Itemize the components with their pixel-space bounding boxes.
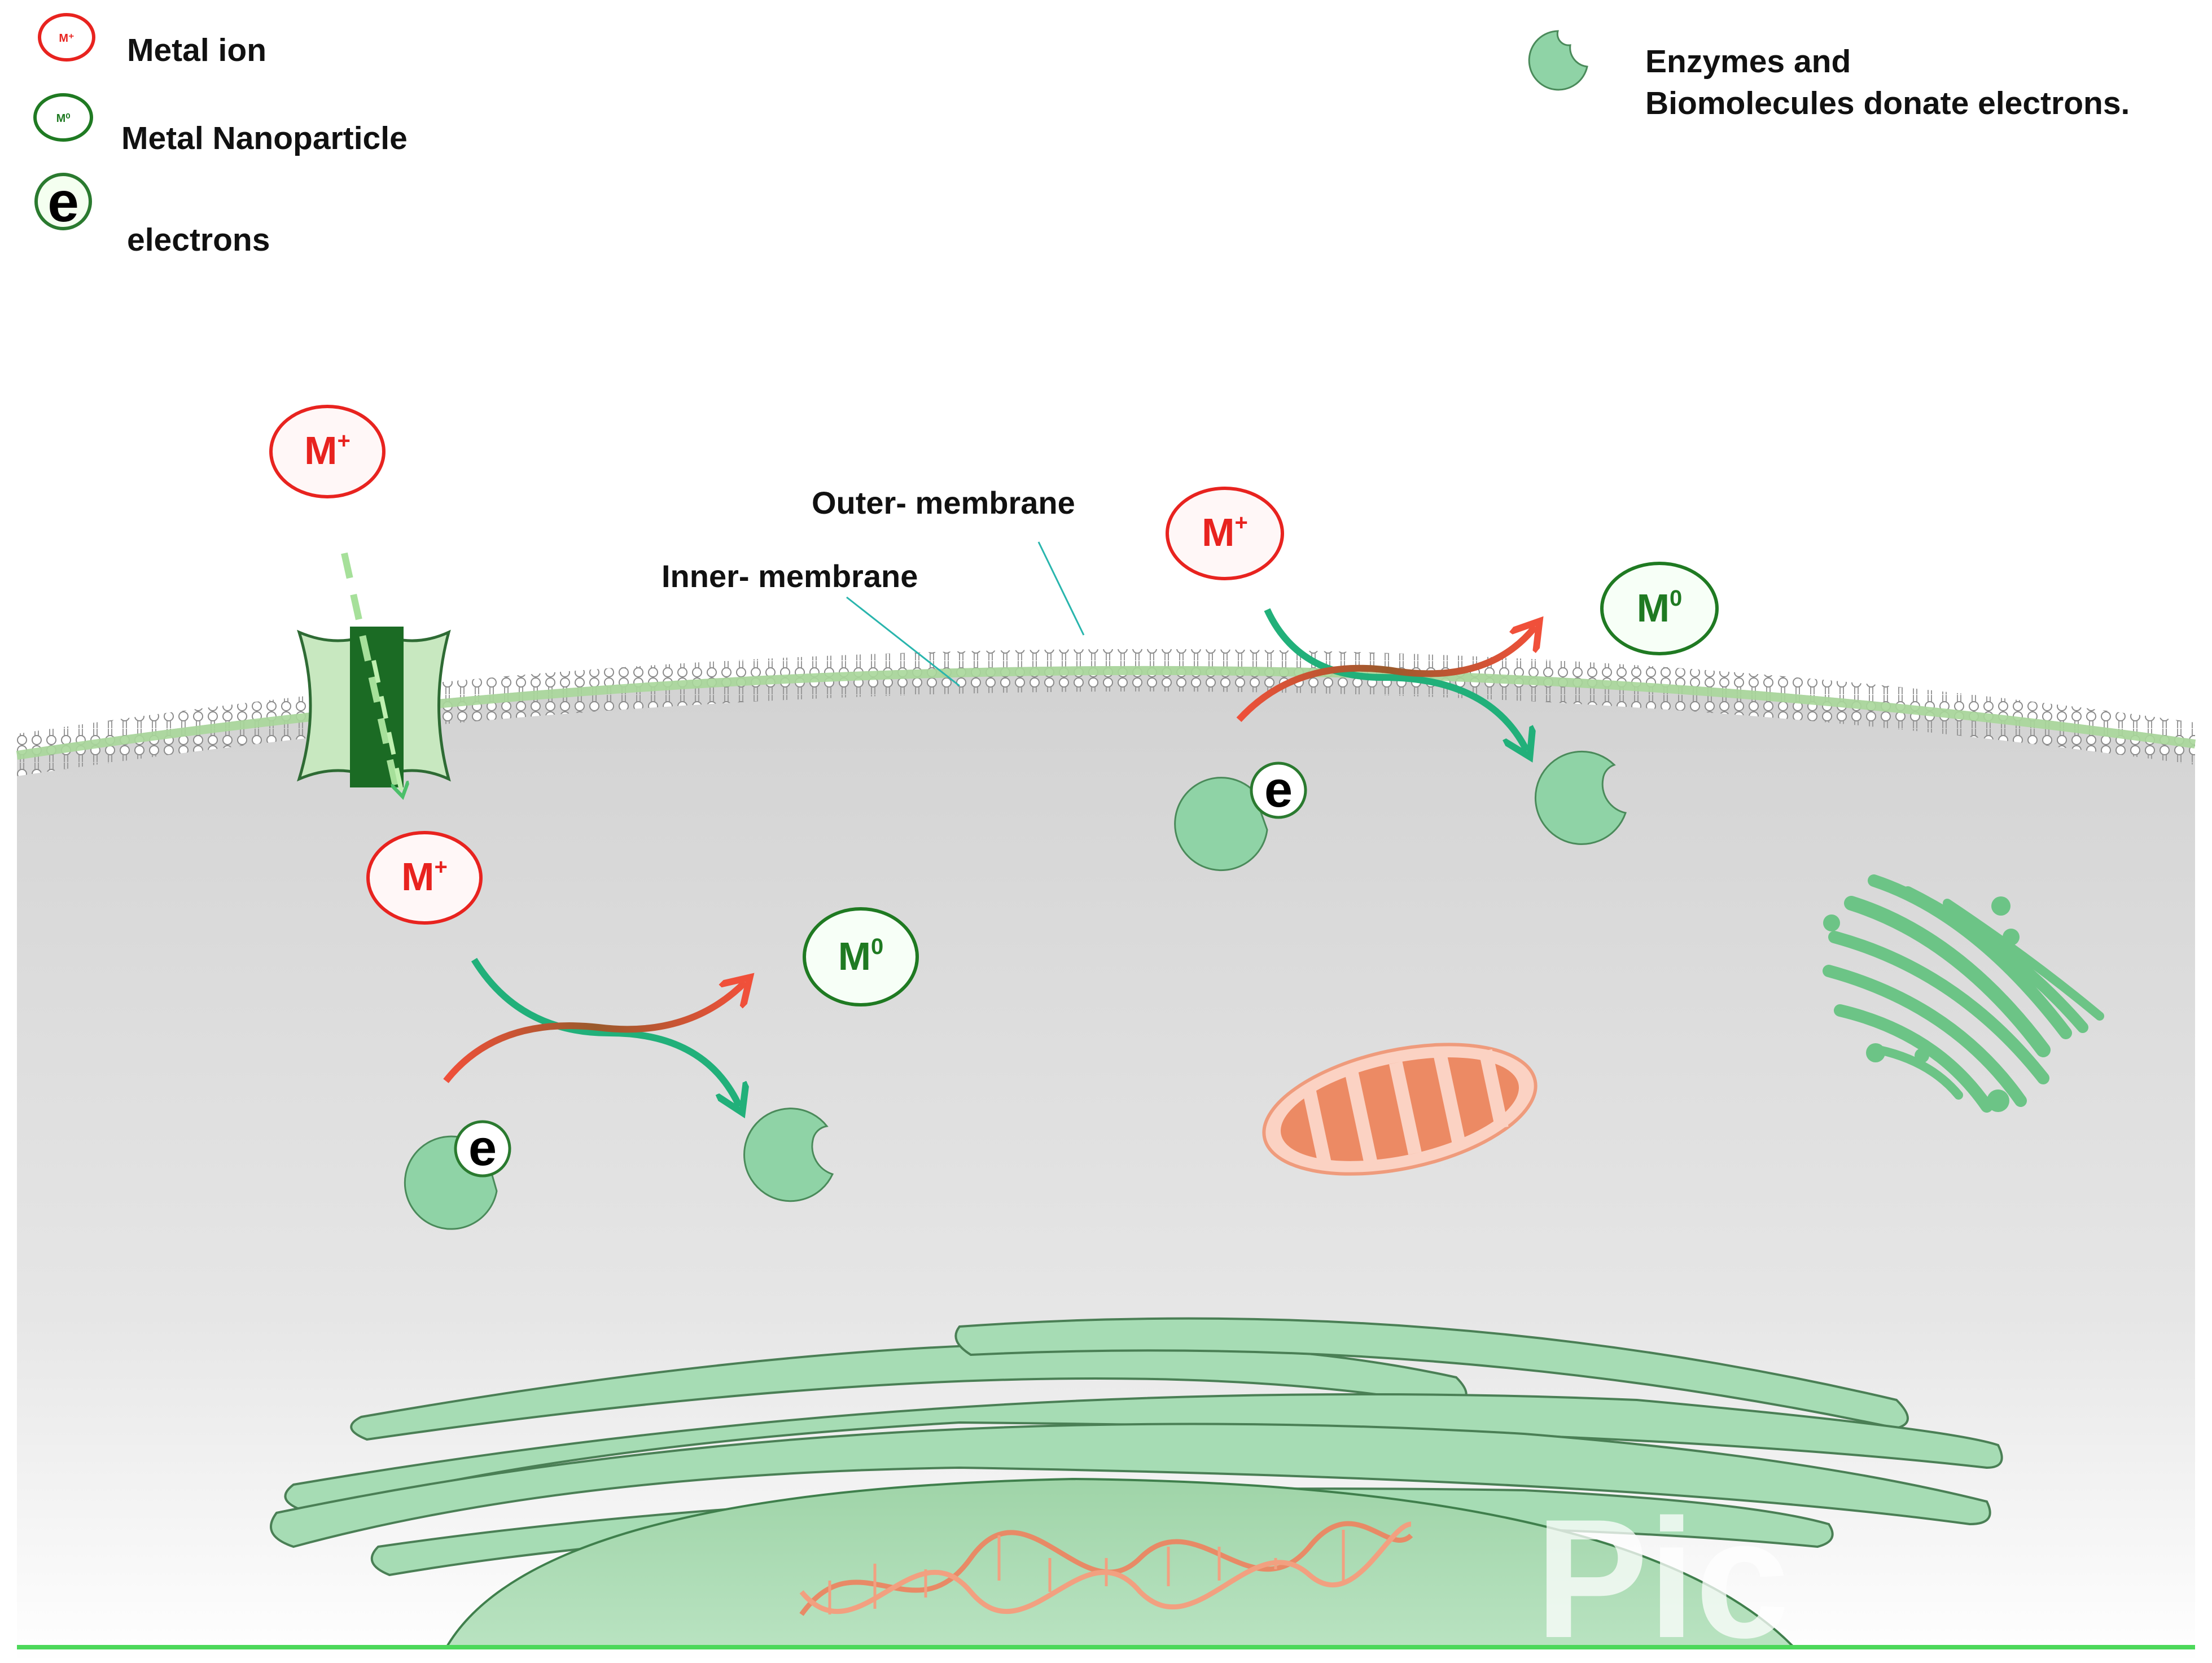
particle-charge: 0 xyxy=(1670,586,1682,611)
enzyme-with-electron-right: e xyxy=(1174,762,1307,872)
svg-text:M0: M0 xyxy=(1637,586,1683,630)
ion-symbol: M xyxy=(304,428,337,472)
mitochondrion xyxy=(1262,1043,1538,1176)
ion-entry-path-lower xyxy=(371,660,402,793)
electron-symbol: e xyxy=(1264,762,1293,818)
svg-text:M+: M+ xyxy=(401,855,448,899)
svg-text:M0: M0 xyxy=(838,934,884,978)
ion-charge: + xyxy=(434,855,447,879)
dna-rungs xyxy=(828,1530,1345,1614)
reaction-left-green-arrow xyxy=(471,957,739,1106)
inner-membrane-label: Inner- membrane xyxy=(662,558,918,594)
nucleus xyxy=(444,1477,1798,1649)
reaction-right xyxy=(1236,608,1535,751)
inner-membrane-pointer xyxy=(846,596,960,687)
ion-symbol: M xyxy=(401,855,434,899)
legend-enzyme-line1: Enzymes and xyxy=(1645,43,1851,80)
metal-nanoparticle-left: M0 xyxy=(803,907,919,1006)
legend-nanoparticle-label: Metal Nanoparticle xyxy=(121,120,408,156)
enzyme-with-electron-left: e xyxy=(404,1120,511,1230)
dna-helix xyxy=(799,1521,1413,1616)
ion-charge: + xyxy=(337,428,350,453)
reaction-right-red-arrow xyxy=(1236,627,1535,723)
particle-symbol: M xyxy=(1637,586,1670,630)
metal-nanoparticle-right: M0 xyxy=(1600,562,1719,655)
enzyme-oxidized-right xyxy=(1534,750,1627,845)
watermark: Pic xyxy=(1535,1483,1789,1663)
membrane-channel xyxy=(297,627,451,787)
golgi-apparatus xyxy=(1823,874,2104,1113)
legend-nanoparticle-symbol: M⁰ xyxy=(56,112,71,125)
legend-enzyme-icon xyxy=(1528,30,1588,91)
reaction-left xyxy=(443,957,745,1106)
outer-membrane-label: Outer- membrane xyxy=(812,485,1075,520)
legend-enzyme-line2: Biomolecules donate electrons. xyxy=(1645,85,2130,122)
legend-electron-icon: e xyxy=(34,170,92,234)
metal-ion-right: M+ xyxy=(1166,487,1284,580)
enzyme-oxidized-left xyxy=(743,1108,834,1202)
legend-metal-ion-label: Metal ion xyxy=(127,32,267,68)
ion-charge: + xyxy=(1234,510,1247,535)
legend-electron-symbol: e xyxy=(47,170,79,234)
particle-symbol: M xyxy=(838,934,871,978)
reaction-left-red-arrow xyxy=(443,982,745,1083)
membrane-band xyxy=(17,649,2195,776)
ion-symbol: M xyxy=(1202,510,1234,554)
legend-nanoparticle-icon: M⁰ xyxy=(33,93,93,142)
reaction-right-green-arrow xyxy=(1264,608,1527,751)
svg-text:M+: M+ xyxy=(1202,510,1248,554)
legend-metal-ion-icon: M⁺ xyxy=(38,13,95,62)
svg-text:M+: M+ xyxy=(304,428,351,472)
outer-membrane-pointer xyxy=(1037,541,1085,636)
metal-ion-outside: M+ xyxy=(269,405,386,498)
legend-enzyme-label: Enzymes and Biomolecules donate electron… xyxy=(1645,41,2130,124)
metal-ion-inside: M+ xyxy=(366,831,483,925)
legend-metal-ion-symbol: M⁺ xyxy=(59,32,74,45)
particle-charge: 0 xyxy=(871,934,883,959)
golgi-vesicles xyxy=(1823,896,2020,1112)
legend-electron-label: electrons xyxy=(127,222,270,258)
electron-symbol: e xyxy=(468,1120,497,1176)
